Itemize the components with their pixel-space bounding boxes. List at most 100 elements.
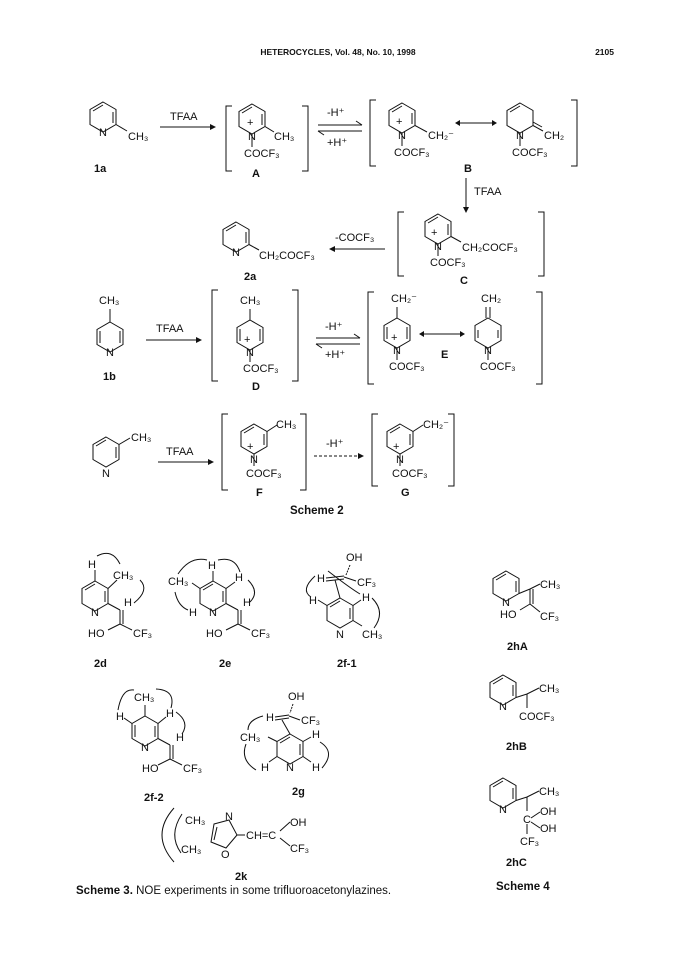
cf3-group: CF₃ [540,611,559,623]
ring-n: N [250,454,258,466]
noe-arc [117,689,135,711]
ring-n: N [286,762,294,774]
enol-hydroxyl: HO [500,609,517,621]
deprotonation-label: -H⁺ [327,107,345,119]
ring-n: N [393,345,401,357]
enol-hydroxyl: OH [288,691,305,703]
noe-hydrogen: H [166,708,174,720]
ring-n: N [499,804,507,816]
cf3-group: CF₃ [183,763,202,775]
scheme-3-caption-text: NOE experiments in some trifluoroacetony… [132,885,392,897]
vinyl-h: H [266,712,274,724]
structure-2f-2: CH₃ H H N H HO CF₃ [116,688,202,775]
enol-hydroxyl: OH [290,817,307,829]
structure-2e: H H CH₃ H N H HO CF₃ [168,558,270,640]
cf3-group: CF₃ [290,843,309,855]
compound-label-2f-2: 2f-2 [144,792,164,804]
noe-arc [133,579,145,604]
noe-arc [319,741,329,769]
journal-citation: HETEROCYCLES, Vol. 48, No. 10, 1998 [260,47,416,57]
noe-hydrogen: H [309,595,317,607]
methyl-group: CH₃ [539,786,559,798]
compound-label-F: F [256,487,263,499]
noe-hydrogen: H [362,592,370,604]
noe-arc [327,570,361,595]
compound-label-2hC: 2hC [506,857,527,869]
cf3-group: CF₃ [520,836,539,848]
compound-label-2a: 2a [244,271,257,283]
ring-n: N [232,247,240,259]
vinyl-h: H [243,597,251,609]
noe-arc [247,715,264,731]
structure-2hA: N CH₃ HO CF₃ [492,570,560,623]
n-acyl-group: COCF₃ [389,361,425,373]
noe-arc [96,552,121,565]
exo-ch2: CH₂ [481,293,501,305]
vinyl-carbon: CH=C [246,830,276,842]
methyl-group: CH₃ [181,844,201,856]
structure-2g: OH H CF₃ CH₃ H H N H [240,691,329,774]
ring-n: N [106,347,114,359]
page-number: 2105 [595,47,614,57]
compound-label-2hA: 2hA [507,641,528,653]
hydrate-carbon: C [523,814,531,826]
enol-hydroxyl: HO [142,763,159,775]
ring-o: O [221,849,230,861]
ring-n: N [91,607,99,619]
n-acyl-group: COCF₃ [243,363,279,375]
ring-n: N [434,241,442,253]
structure-D: CH₃ + N COCF₃ [236,295,279,375]
svg-text:+: + [393,441,399,453]
ring-n: N [484,345,492,357]
decoacylation-label: -COCF₃ [335,232,374,244]
structure-2d: H CH₃ N H HO CF₃ [81,552,152,640]
cf3-group: CF₃ [133,628,152,640]
reagent-label: TFAA [170,111,198,123]
n-acyl-group: COCF₃ [480,361,516,373]
vinyl-h: H [317,573,325,585]
deprotonation-label: -H⁺ [325,321,343,333]
methyl-group: CH₃ [362,629,382,641]
n-acyl-group: COCF₃ [430,257,466,269]
ring-n: N [502,597,510,609]
noe-arc [155,688,173,709]
n-acyl-group: COCF₃ [394,147,430,159]
ring-n: N [336,629,344,641]
svg-text:+: + [396,116,402,128]
methyl-group: CH₃ [240,295,260,307]
scheme-2-caption: Scheme 2 [290,505,344,517]
ring-n: N [99,127,107,139]
noe-arc [247,579,255,603]
methyl-group: CH₃ [276,419,296,431]
svg-text:+: + [247,117,253,129]
compound-label-1a: 1a [94,163,107,175]
compound-label-2f-1: 2f-1 [337,658,357,670]
compound-label-B: B [464,163,472,175]
structure-2k: CH₃ CH₃ N O CH=C OH CF₃ [161,807,309,863]
compound-label-2hB: 2hB [506,741,527,753]
noe-hydrogen: H [88,559,96,571]
methyl-group: CH₃ [128,131,148,143]
hydroxyl-group: OH [540,823,557,835]
n-acyl-group: COCF₃ [392,468,428,480]
structure-E-dienamine: CH₂ N COCF₃ [474,293,516,373]
compound-label-E: E [441,349,448,361]
reagent-label: TFAA [156,323,184,335]
scheme-3-caption-label: Scheme 3. [76,885,133,897]
scheme-4-caption: Scheme 4 [496,881,550,893]
compound-label-2d: 2d [94,658,107,670]
vinyl-h: H [176,732,184,744]
ring-n: N [141,742,149,754]
protonation-label: +H⁺ [327,137,347,149]
structure-A: + N CH₃ COCF₃ [238,103,294,160]
structure-G: CH₂⁻ + N COCF₃ [386,419,449,480]
methyl-group: CH₃ [131,432,151,444]
noe-hydrogen: H [312,729,320,741]
ketone-group: COCF₃ [519,711,555,723]
noe-hydrogen: H [189,607,197,619]
svg-text:+: + [431,227,437,239]
methyl-group: CH₃ [539,683,559,695]
noe-arc [175,711,186,735]
noe-hydrogen: H [116,711,124,723]
protonation-label: +H⁺ [325,349,345,361]
